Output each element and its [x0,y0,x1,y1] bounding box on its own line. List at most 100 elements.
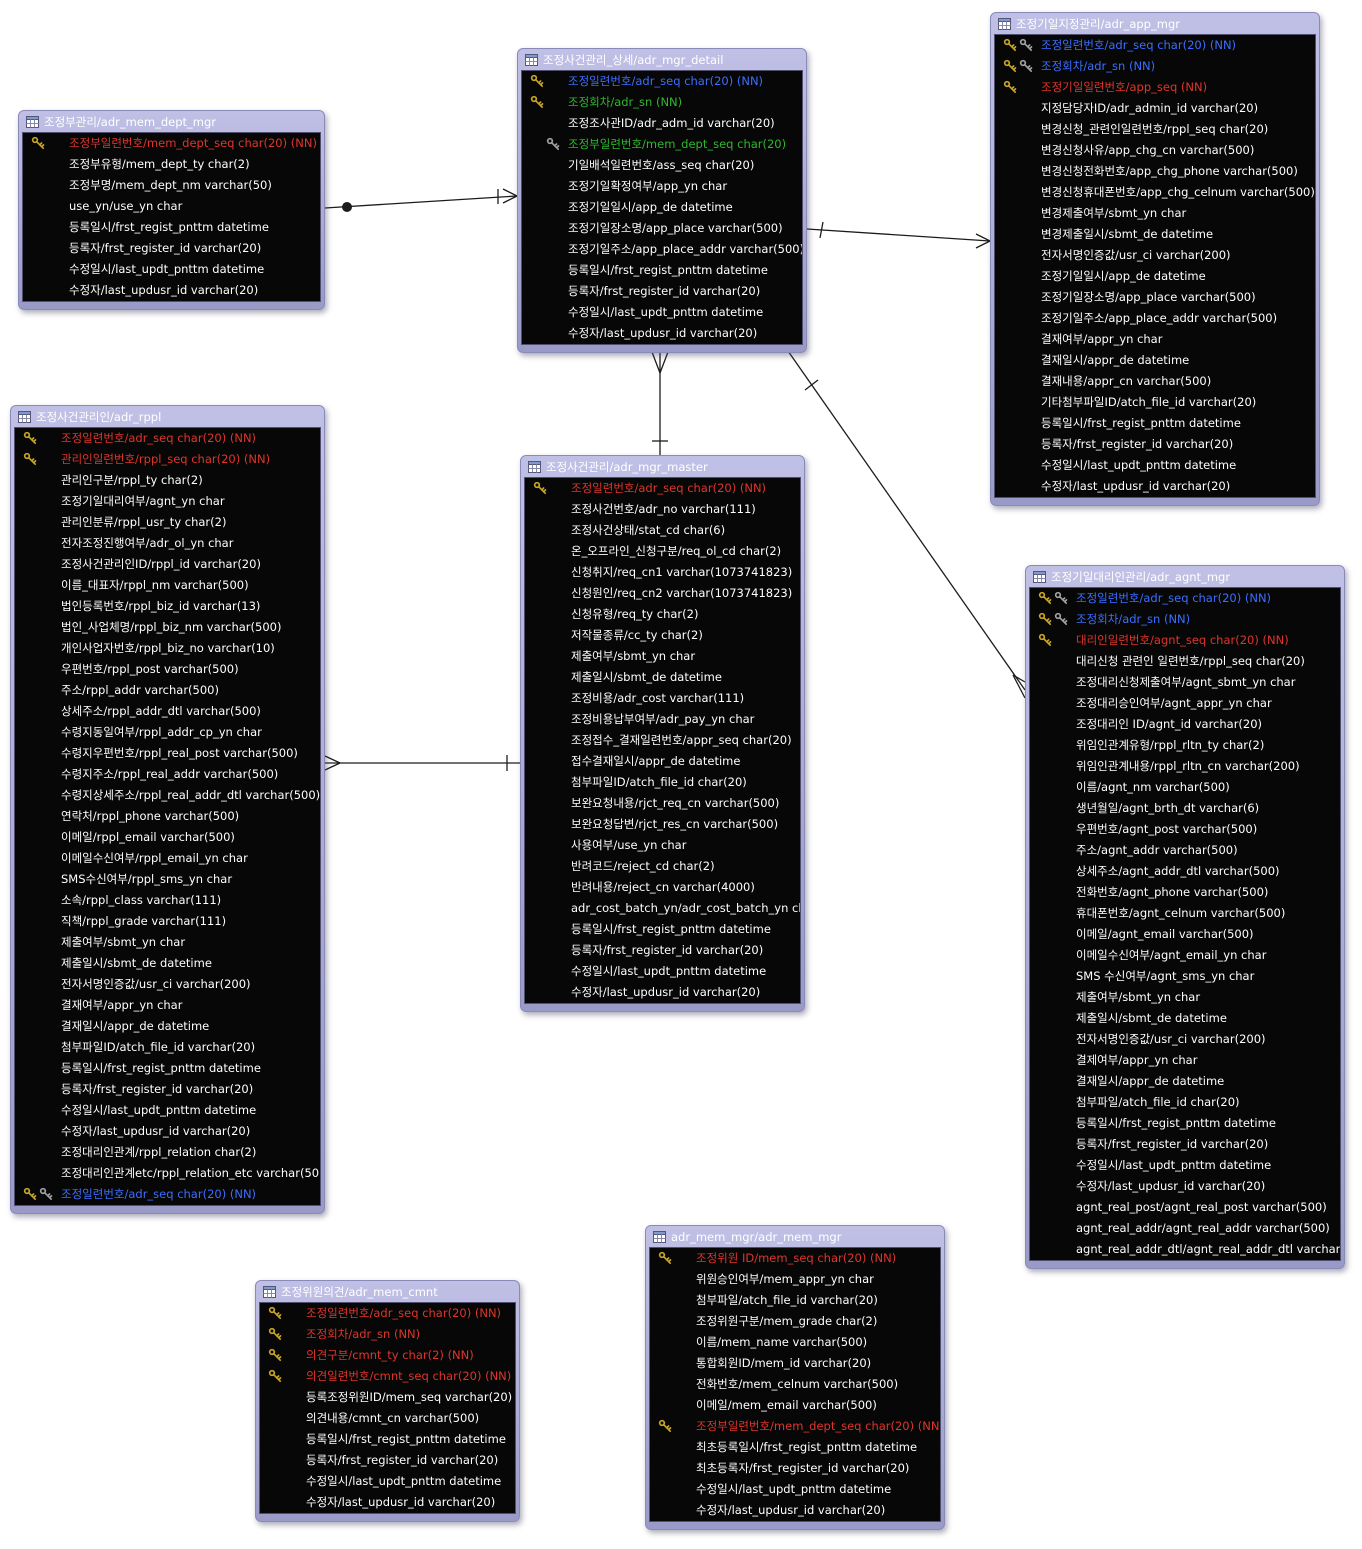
table-header[interactable]: 조정기일지정관리/adr_app_mgr [994,13,1316,34]
table-row[interactable]: 수령지주소/rppl_real_addr varchar(500) [15,764,320,785]
table-row[interactable]: 전화번호/agnt_phone varchar(500) [1030,882,1340,903]
table-row[interactable]: 수정일시/last_updt_pnttm datetime [1030,1155,1340,1176]
table-row[interactable]: agnt_real_addr_dtl/agnt_real_addr_dtl va… [1030,1239,1340,1260]
table-row[interactable]: 결재일시/appr_de datetime [1030,1071,1340,1092]
table-row[interactable]: 신청취지/req_cn1 varchar(1073741823) [525,562,800,583]
table-row[interactable]: 우편번호/rppl_post varchar(500) [15,659,320,680]
table-row[interactable]: 수령지동일여부/rppl_addr_cp_yn char [15,722,320,743]
table-row[interactable]: 수정자/last_updusr_id varchar(20) [15,1121,320,1142]
table-row[interactable]: 제출여부/sbmt_yn char [525,646,800,667]
table-row[interactable]: 전자조정진행여부/adr_ol_yn char [15,533,320,554]
table-row[interactable]: 의견구분/cmnt_ty char(2) (NN) [260,1345,515,1366]
table-row[interactable]: 조정대리승인여부/agnt_appr_yn char [1030,693,1340,714]
table-row[interactable]: 수령지상세주소/rppl_real_addr_dtl varchar(500) [15,785,320,806]
table-row[interactable]: 대리신청 관련인 일련번호/rppl_seq char(20) [1030,651,1340,672]
table-row[interactable]: 조정기일주소/app_place_addr varchar(500) [522,239,802,260]
table-row[interactable]: 수정자/last_updusr_id varchar(20) [995,476,1315,497]
table-row[interactable]: 지정담당자ID/adr_admin_id varchar(20) [995,98,1315,119]
table-row[interactable]: 조정부명/mem_dept_nm varchar(50) [23,175,320,196]
table-row[interactable]: 조정기일일시/app_de datetime [995,266,1315,287]
table-row[interactable]: 결재내용/appr_cn varchar(500) [995,371,1315,392]
table-row[interactable]: 조정비용/adr_cost varchar(111) [525,688,800,709]
table-row[interactable]: 최초등록일시/frst_regist_pnttm datetime [650,1437,940,1458]
table-row[interactable]: 연락처/rppl_phone varchar(500) [15,806,320,827]
table-row[interactable]: 등록자/frst_register_id varchar(20) [23,238,320,259]
table-row[interactable]: 변경신청사유/app_chg_cn varchar(500) [995,140,1315,161]
table-row[interactable]: 변경신청전화번호/app_chg_phone varchar(500) [995,161,1315,182]
table-row[interactable]: 조정조사관ID/adr_adm_id varchar(20) [522,113,802,134]
table-row[interactable]: 조정회차/adr_sn (NN) [260,1324,515,1345]
table-row[interactable]: 조정일련번호/adr_seq char(20) (NN) [1030,588,1340,609]
table-row[interactable]: 변경신청_관련인일련번호/rppl_seq char(20) [995,119,1315,140]
table-row[interactable]: 수정자/last_updusr_id varchar(20) [1030,1176,1340,1197]
table-row[interactable]: 조정비용납부여부/adr_pay_yn char [525,709,800,730]
table-row[interactable]: 수정일시/last_updt_pnttm datetime [525,961,800,982]
table-row[interactable]: 조정부유형/mem_dept_ty char(2) [23,154,320,175]
table-row[interactable]: 조정일련번호/adr_seq char(20) (NN) [15,428,320,449]
table-row[interactable]: 첨부파일ID/atch_file_id varchar(20) [15,1037,320,1058]
table-row[interactable]: 결재여부/appr_yn char [995,329,1315,350]
table-row[interactable]: 조정기일확정여부/app_yn char [522,176,802,197]
table-row[interactable]: 조정사건상태/stat_cd char(6) [525,520,800,541]
table-row[interactable]: 조정회차/adr_sn (NN) [1030,609,1340,630]
table-row[interactable]: 조정회차/adr_sn (NN) [522,92,802,113]
table-row[interactable]: agnt_real_addr/agnt_real_addr varchar(50… [1030,1218,1340,1239]
table-row[interactable]: use_yn/use_yn char [23,196,320,217]
table-header[interactable]: 조정기일대리인관리/adr_agnt_mgr [1029,566,1341,587]
table-row[interactable]: 법인등록번호/rppl_biz_id varchar(13) [15,596,320,617]
table-header[interactable]: adr_mem_mgr/adr_mem_mgr [649,1226,941,1247]
table-row[interactable]: 등록조정위원ID/mem_seq varchar(20) [260,1387,515,1408]
table-row[interactable]: 접수결재일시/appr_de datetime [525,751,800,772]
table-row[interactable]: 조정부일련번호/mem_dept_seq char(20) (NN) [23,133,320,154]
table-row[interactable]: 수정일시/last_updt_pnttm datetime [995,455,1315,476]
table-row[interactable]: 직책/rppl_grade varchar(111) [15,911,320,932]
table-row[interactable]: 제출일시/sbmt_de datetime [525,667,800,688]
rel-mgr-master-to-mgr-detail[interactable] [651,351,669,455]
table-row[interactable]: 소속/rppl_class varchar(111) [15,890,320,911]
table-row[interactable]: 전자서명인증값/usr_ci varchar(200) [1030,1029,1340,1050]
table-row[interactable]: 변경신청휴대폰번호/app_chg_celnum varchar(500) [995,182,1315,203]
table-row[interactable]: 우편번호/agnt_post varchar(500) [1030,819,1340,840]
table-row[interactable]: 등록일시/frst_regist_pnttm datetime [23,217,320,238]
table-row[interactable]: 등록일시/frst_regist_pnttm datetime [522,260,802,281]
table-row[interactable]: 의견내용/cmnt_cn varchar(500) [260,1408,515,1429]
table-header[interactable]: 조정사건관리/adr_mgr_master [524,456,801,477]
table-row[interactable]: SMS 수신여부/agnt_sms_yn char [1030,966,1340,987]
table-row[interactable]: 조정기일장소명/app_place varchar(500) [995,287,1315,308]
table-row[interactable]: 조정대리신청제출여부/agnt_sbmt_yn char [1030,672,1340,693]
table-row[interactable]: 조정대리인관계/rppl_relation char(2) [15,1142,320,1163]
table-row[interactable]: 제출여부/sbmt_yn char [15,932,320,953]
table-row[interactable]: 수정자/last_updusr_id varchar(20) [525,982,800,1003]
table-row[interactable]: 수정자/last_updusr_id varchar(20) [650,1500,940,1521]
table-row[interactable]: 휴대폰번호/agnt_celnum varchar(500) [1030,903,1340,924]
table-row[interactable]: 개인사업자번호/rppl_biz_no varchar(10) [15,638,320,659]
table-row[interactable]: 등록일시/frst_regist_pnttm datetime [995,413,1315,434]
table-row[interactable]: 첨부파일ID/atch_file_id char(20) [525,772,800,793]
table-row[interactable]: 결제여부/appr_yn char [1030,1050,1340,1071]
table-row[interactable]: 등록자/frst_register_id varchar(20) [995,434,1315,455]
table-row[interactable]: 주소/agnt_addr varchar(500) [1030,840,1340,861]
table-row[interactable]: 반려코드/reject_cd char(2) [525,856,800,877]
table-row[interactable]: 조정일련번호/adr_seq char(20) (NN) [522,71,802,92]
table-row[interactable]: 이메일/mem_email varchar(500) [650,1395,940,1416]
table-row[interactable]: 등록자/frst_register_id varchar(20) [1030,1134,1340,1155]
table-row[interactable]: 의견일련번호/cmnt_seq char(20) (NN) [260,1366,515,1387]
table-row[interactable]: 주소/rppl_addr varchar(500) [15,680,320,701]
table-row[interactable]: 이메일수신여부/agnt_email_yn char [1030,945,1340,966]
table-row[interactable]: 수령지우편번호/rppl_real_post varchar(500) [15,743,320,764]
table-row[interactable]: 위원승인여부/mem_appr_yn char [650,1269,940,1290]
table-row[interactable]: 이메일/rppl_email varchar(500) [15,827,320,848]
table-row[interactable]: 등록자/frst_register_id varchar(20) [525,940,800,961]
table-row[interactable]: 생년월일/agnt_brth_dt varchar(6) [1030,798,1340,819]
table-row[interactable]: 반려내용/reject_cn varchar(4000) [525,877,800,898]
table-row[interactable]: agnt_real_post/agnt_real_post varchar(50… [1030,1197,1340,1218]
table-row[interactable]: 등록일시/frst_regist_pnttm datetime [260,1429,515,1450]
table-row[interactable]: 수정일시/last_updt_pnttm datetime [522,302,802,323]
table-row[interactable]: SMS수신여부/rppl_sms_yn char [15,869,320,890]
table-row[interactable]: 제출일시/sbmt_de datetime [1030,1008,1340,1029]
table-row[interactable]: 조정기일주소/app_place_addr varchar(500) [995,308,1315,329]
